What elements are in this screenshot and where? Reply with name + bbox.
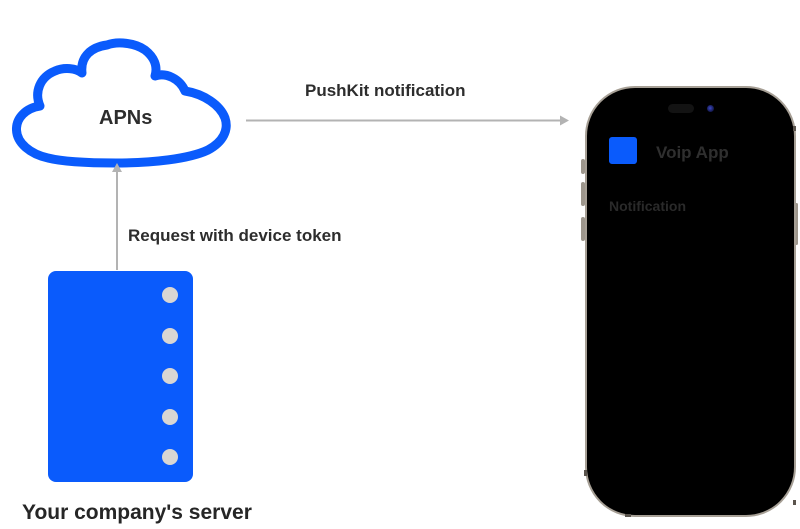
server-leds xyxy=(162,287,178,465)
pushkit-arrow xyxy=(246,115,569,126)
dynamic-island xyxy=(668,104,694,113)
server-led xyxy=(162,449,178,465)
company-server-icon xyxy=(48,271,193,482)
antenna-line xyxy=(625,514,631,517)
iphone-device: Voip App Notification xyxy=(585,86,796,517)
server-led xyxy=(162,327,178,344)
front-camera-icon xyxy=(707,105,714,112)
device-token-arrow-label: Request with device token xyxy=(128,226,342,245)
server-led xyxy=(162,368,178,384)
voip-app-name: Voip App xyxy=(656,143,729,162)
phone-volume-up-button xyxy=(581,182,585,206)
arrowhead-up-icon xyxy=(112,163,122,172)
server-led xyxy=(162,287,178,303)
pushkit-arrow-label: PushKit notification xyxy=(305,81,466,100)
antenna-line xyxy=(793,126,796,131)
phone-volume-down-button xyxy=(581,217,585,241)
antenna-line xyxy=(793,500,796,505)
server-led xyxy=(162,408,178,425)
notification-label: Notification xyxy=(609,198,686,214)
apns-cloud-icon xyxy=(12,38,231,168)
phone-action-button xyxy=(581,159,585,174)
apns-label: APNs xyxy=(99,107,153,129)
antenna-line xyxy=(584,470,587,476)
phone-power-button xyxy=(795,203,798,245)
arrowhead-right-icon xyxy=(560,115,569,126)
server-caption: Your company's server xyxy=(22,501,252,524)
voip-app-icon xyxy=(609,137,637,164)
device-token-arrow xyxy=(112,163,122,270)
